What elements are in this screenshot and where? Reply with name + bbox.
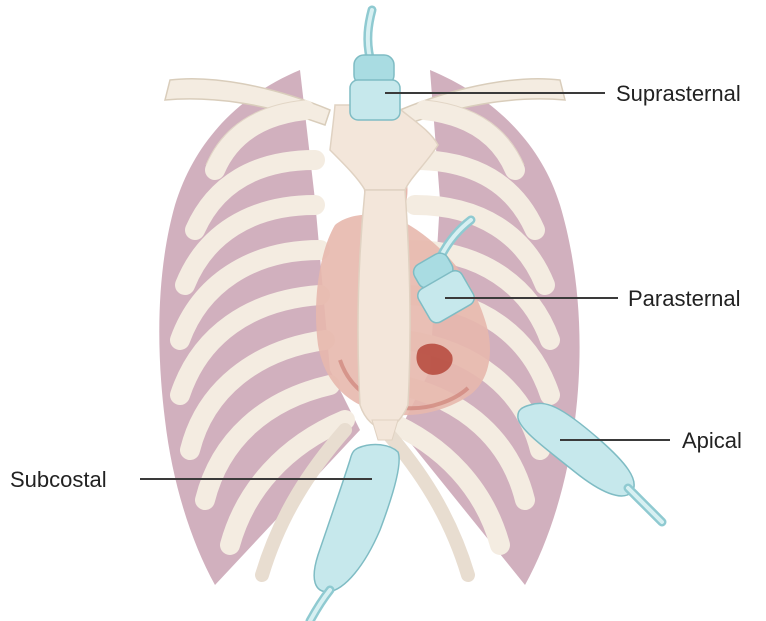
sternum-body	[358, 190, 410, 430]
subcostal-probe	[310, 445, 399, 621]
label-subcostal: Subcostal	[10, 467, 107, 492]
suprasternal-probe	[350, 10, 400, 120]
probe-head	[350, 80, 400, 120]
label-apical: Apical	[682, 428, 742, 453]
probe-cable-highlight	[310, 590, 330, 621]
probe-cable-highlight	[628, 488, 662, 522]
label-parasternal: Parasternal	[628, 286, 741, 311]
label-suprasternal: Suprasternal	[616, 81, 741, 106]
probe-body	[314, 445, 399, 592]
